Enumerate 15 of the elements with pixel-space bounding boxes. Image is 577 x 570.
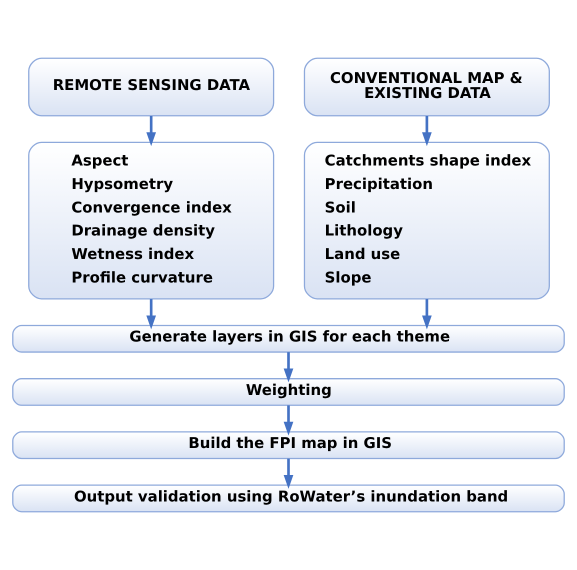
arrow [284,352,294,382]
node-box: Output validation using RoWater’s inundation band [12,484,565,512]
arrow [146,299,156,330]
node-box: CONVENTIONAL MAP & EXISTING DATA [304,58,550,116]
arrow [422,299,432,330]
arrow [284,458,294,489]
node-box: Catchments shape index Precipitation Soil Lithology Land use Slope [304,142,550,300]
node-box: Weighting [12,378,565,406]
arrow [146,116,156,146]
arrow [422,116,432,146]
node-box: REMOTE SENSING DATA [28,58,274,116]
node-box: Aspect Hypsometry Convergence index Drainage density Wetness index Profile curvature [28,142,274,300]
node-box: Generate layers in GIS for each theme [12,324,565,353]
arrow [284,405,294,436]
node-box: Build the FPI map in GIS [12,431,565,460]
